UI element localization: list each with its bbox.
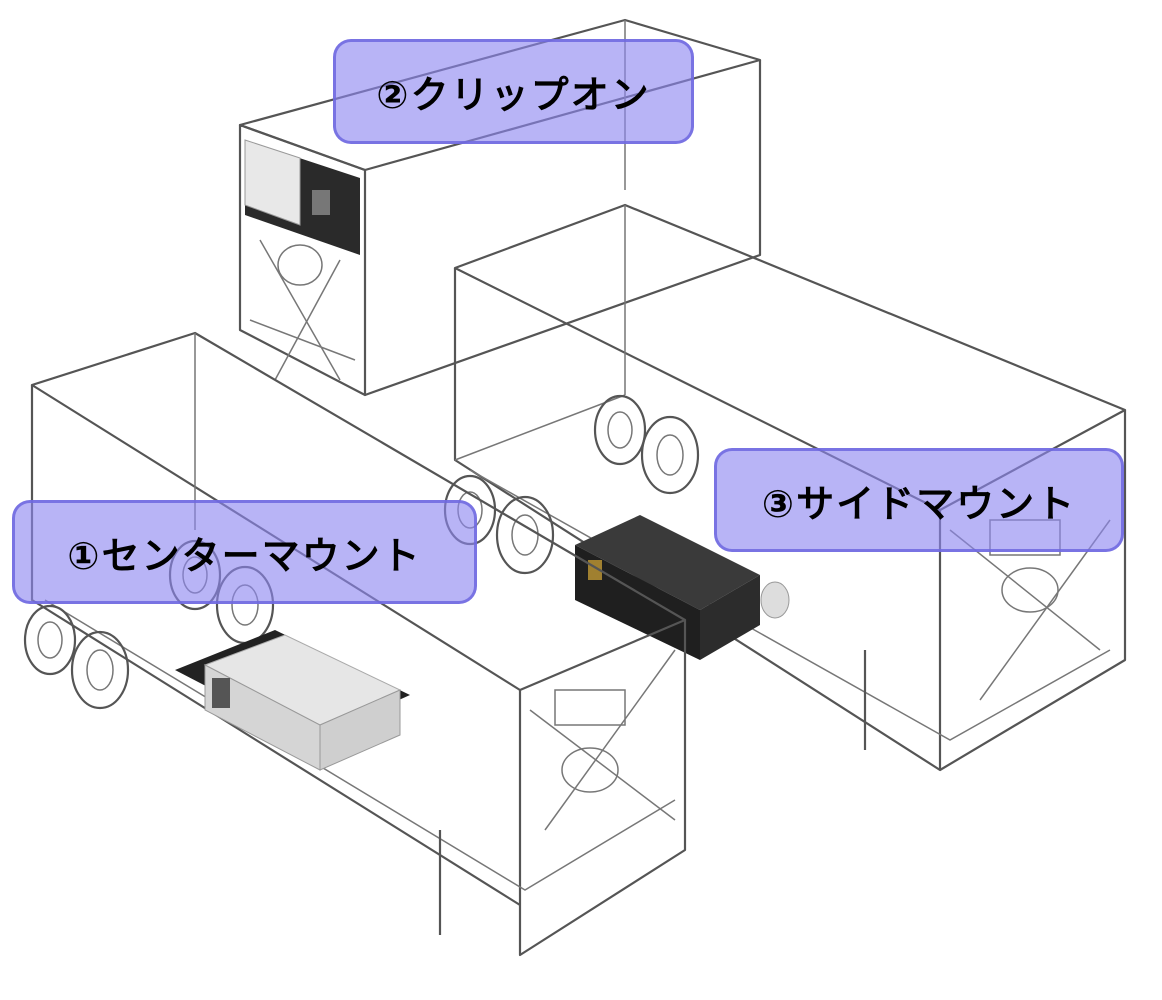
trailer-clip-on: [238, 18, 762, 397]
center-mount-unit: [175, 630, 410, 771]
label-center-mount: ①センターマウント: [12, 500, 477, 604]
clip-on-unit: [244, 139, 360, 255]
label-clip-on: ②クリップオン: [333, 39, 694, 144]
label-side-mount: ③サイドマウント: [714, 448, 1124, 552]
trailer-center-mount: [23, 331, 687, 957]
